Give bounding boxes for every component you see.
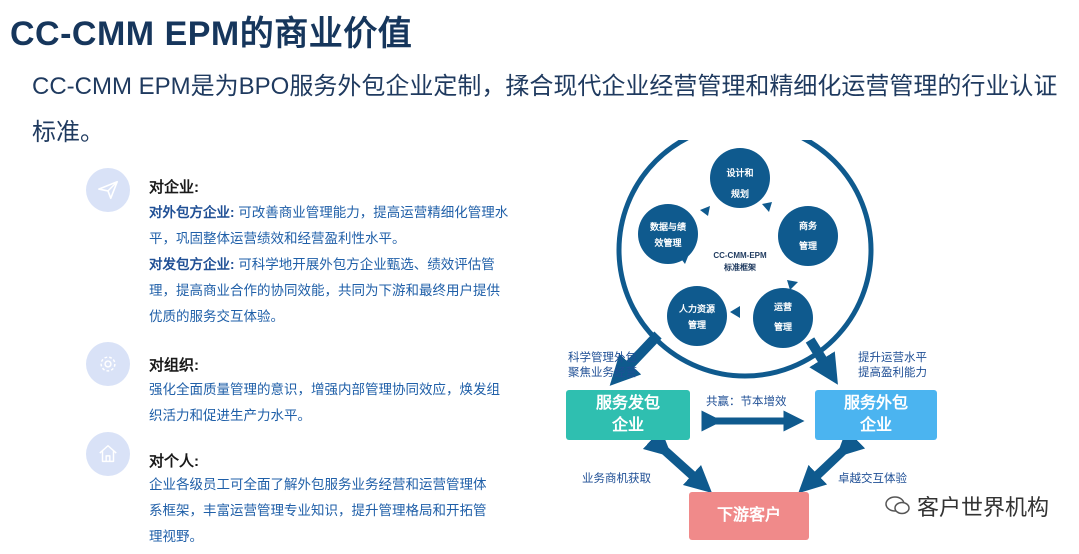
- enterprise-body: 对外包方企业: 可改善商业管理能力，提高运营精细化管理水平，巩固整体运营绩效和经…: [149, 200, 509, 330]
- chat-bubble-icon: [885, 496, 910, 515]
- enterprise-heading: 对企业:: [149, 179, 199, 196]
- bottom-right-label: 卓越交互体验: [838, 473, 907, 485]
- node-business-line2: 管理: [799, 240, 817, 251]
- node-hr: [667, 286, 727, 346]
- node-data-line2: 效管理: [654, 237, 681, 248]
- framework-diagram: 设计和 规划 商务 管理 运营 管理 人力资源 管理 数据与绩 效管理 CC-C…: [609, 140, 874, 494]
- client-enterprise-box: 服务发包企业: [566, 390, 690, 440]
- node-hr-line2: 管理: [688, 319, 706, 330]
- node-business-line1: 商务: [799, 220, 818, 231]
- client-text: 可科学地开展外包方企业甄选、绩效评估管理，提高商业合作的协同效能，共同为下游和最…: [149, 257, 500, 324]
- node-data-line1: 数据与绩: [650, 221, 686, 232]
- win-win-label: 共赢：节本增效: [706, 396, 787, 408]
- node-business: [778, 206, 838, 266]
- intro-text: CC-CMM EPM是为BPO服务外包企业定制，揉合现代企业经营管理和精细化运营…: [32, 73, 1058, 146]
- center-label-line2: 标准框架: [723, 262, 756, 272]
- node-hr-line1: 人力资源: [678, 303, 715, 314]
- outsourcer-label: 对外包方企业:: [149, 205, 235, 220]
- home-icon: [86, 432, 130, 476]
- node-operation-line1: 运营: [774, 301, 792, 312]
- node-operation: [753, 288, 813, 348]
- node-design: [710, 148, 770, 208]
- watermark-text: 客户世界机构: [916, 495, 1049, 520]
- node-design-line2: 规划: [731, 188, 749, 199]
- vendor-box-line2: 企业: [859, 417, 892, 434]
- client-label: 对发包方企业:: [149, 257, 235, 272]
- outsourcer-text: 可改善商业管理能力，提高运营精细化管理水平，巩固整体运营绩效和经营盈利性水平。: [149, 205, 509, 246]
- node-data: [638, 204, 698, 264]
- right-label: 提升运营水平 提高盈利能力: [858, 351, 927, 381]
- arrow-to-vendor: [805, 337, 838, 385]
- left-label-line1: 科学管理外包: [568, 352, 637, 364]
- center-label-line1: CC-CMM-EPM: [713, 251, 767, 260]
- bottom-left-label: 业务商机获取: [582, 473, 651, 485]
- arrow-client-downstream: [642, 428, 713, 494]
- gear-icon: [86, 342, 130, 386]
- outsourcer-benefit: 对外包方企业: 可改善商业管理能力，提高运营精细化管理水平，巩固整体运营绩效和经…: [149, 200, 509, 252]
- page-title: CC-CMM EPM的商业价值: [10, 15, 413, 53]
- left-label-line2: 聚焦业务经营: [568, 367, 637, 379]
- arrow-vendor-downstream: [798, 428, 866, 494]
- node-operation-line2: 管理: [774, 321, 792, 332]
- watermark: 客户世界机构: [885, 490, 1049, 522]
- vendor-enterprise-box: 服务外包企业: [815, 390, 937, 440]
- vendor-box-line1: 服务外包: [843, 395, 908, 412]
- client-benefit: 对发包方企业: 可科学地开展外包方企业甄选、绩效评估管理，提高商业合作的协同效能…: [149, 252, 509, 330]
- individual-heading: 对个人:: [149, 453, 199, 470]
- arrow-to-client: [609, 331, 662, 386]
- client-box-line1: 服务发包: [595, 395, 660, 412]
- paper-plane-icon: [86, 168, 130, 212]
- organization-body: 强化全面质量管理的意识，增强内部管理协同效应，焕发组织活力和促进生产力水平。: [149, 382, 500, 423]
- individual-body: 企业各级员工可全面了解外包服务业务经营和运营管理体系框架，丰富运营管理专业知识，…: [149, 477, 487, 544]
- client-box-line2: 企业: [611, 417, 644, 434]
- node-design-line1: 设计和: [726, 167, 753, 178]
- right-label-line2: 提高盈利能力: [858, 367, 927, 379]
- downstream-customer-box: 下游客户: [689, 492, 809, 540]
- left-label: 科学管理外包 聚焦业务经营: [568, 351, 637, 381]
- organization-heading: 对组织:: [149, 357, 199, 374]
- right-label-line1: 提升运营水平: [858, 352, 927, 364]
